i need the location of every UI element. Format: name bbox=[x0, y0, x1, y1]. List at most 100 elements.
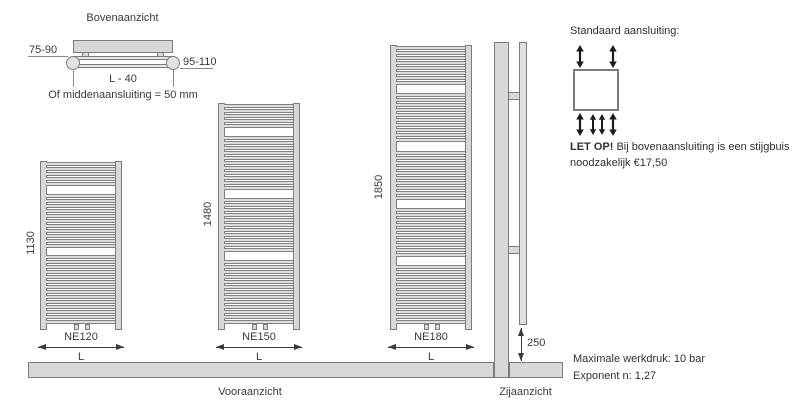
radiator-rung bbox=[396, 185, 466, 190]
radiator-rung bbox=[46, 280, 116, 284]
dim-label-left: 75-90 bbox=[29, 44, 58, 56]
height-label-ne150: 1480 bbox=[202, 201, 214, 227]
width-dimension-arrow bbox=[388, 344, 474, 350]
radiator-rung bbox=[224, 161, 294, 165]
rung-group bbox=[396, 46, 466, 86]
warning-bold: LET OP! bbox=[570, 141, 614, 153]
radiator-rung bbox=[396, 300, 466, 304]
radiator-rung bbox=[396, 195, 466, 200]
radiator-rung bbox=[46, 203, 116, 208]
radiator-rung bbox=[224, 176, 294, 180]
radiator-rung bbox=[224, 285, 294, 289]
radiator-rung bbox=[46, 265, 116, 269]
radiator-rung bbox=[396, 252, 466, 257]
double-arrow-icon bbox=[576, 113, 584, 136]
radiator-rung bbox=[46, 255, 116, 259]
radiator-rung bbox=[46, 182, 116, 186]
radiator-rung bbox=[396, 61, 466, 65]
radiator-rung bbox=[396, 155, 466, 160]
top-view-rail-upper bbox=[72, 56, 174, 60]
towel-gap bbox=[224, 129, 294, 136]
radiator-rung bbox=[46, 310, 116, 314]
top-view-note: Of middenaansluiting = 50 mm bbox=[48, 89, 198, 101]
radiator-rung bbox=[46, 213, 116, 218]
radiator-rung bbox=[396, 315, 466, 319]
radiator-rung bbox=[224, 290, 294, 294]
radiator-rung bbox=[396, 270, 466, 274]
radiator-side-tube bbox=[293, 103, 300, 330]
radiator-rung bbox=[396, 98, 466, 103]
radiator-rung bbox=[396, 138, 466, 143]
radiator-rung bbox=[46, 223, 116, 228]
width-dimension-arrow bbox=[38, 344, 124, 350]
radiator-rung bbox=[396, 285, 466, 289]
side-view-wall bbox=[494, 42, 509, 378]
radiator-rung bbox=[224, 208, 294, 212]
radiator-rung bbox=[46, 198, 116, 203]
radiator-rung bbox=[46, 320, 116, 324]
radiator-rung bbox=[224, 280, 294, 284]
radiator-rung bbox=[396, 108, 466, 113]
radiator-rung bbox=[224, 124, 294, 128]
radiator-rung bbox=[396, 93, 466, 98]
floor-side-view bbox=[509, 362, 563, 378]
double-arrow-icon bbox=[598, 114, 606, 135]
radiator-rung bbox=[396, 222, 466, 227]
rung-group bbox=[396, 150, 466, 201]
double-arrow-icon bbox=[576, 45, 584, 68]
radiator-rung bbox=[224, 238, 294, 242]
radiator-rung bbox=[224, 310, 294, 314]
radiator-rung bbox=[396, 227, 466, 232]
radiator-rung bbox=[396, 150, 466, 155]
radiator-rung bbox=[224, 243, 294, 247]
rung-group bbox=[224, 104, 294, 129]
radiator-rung bbox=[396, 237, 466, 242]
radiator-rungs bbox=[224, 104, 294, 325]
rung-group bbox=[396, 265, 466, 325]
radiator-rung bbox=[224, 171, 294, 175]
radiator-rung bbox=[46, 172, 116, 176]
radiator-rung bbox=[224, 233, 294, 237]
valve-stub bbox=[74, 324, 79, 330]
radiator-rung bbox=[396, 175, 466, 180]
radiator-rung bbox=[396, 103, 466, 108]
radiator-rung bbox=[396, 212, 466, 217]
towel-gap bbox=[396, 86, 466, 93]
radiator-rung bbox=[396, 310, 466, 314]
radiator-rung bbox=[396, 207, 466, 212]
connection-radiator-schematic bbox=[573, 69, 619, 111]
radiator-side-tube bbox=[115, 161, 122, 330]
clearance-label: 250 bbox=[527, 337, 546, 349]
rung-group bbox=[46, 162, 116, 187]
height-label-ne120: 1130 bbox=[25, 231, 37, 255]
rung-group bbox=[224, 260, 294, 325]
top-view-radiator-body bbox=[73, 40, 173, 53]
radiator-rung bbox=[46, 315, 116, 319]
radiator-rung bbox=[224, 104, 294, 108]
radiator-rung bbox=[46, 167, 116, 171]
valve-stub bbox=[435, 324, 440, 330]
radiator-ne120 bbox=[40, 161, 122, 330]
valve-stub bbox=[252, 324, 257, 330]
radiator-rung bbox=[396, 51, 466, 55]
radiator-rung bbox=[224, 181, 294, 185]
radiator-rung bbox=[396, 123, 466, 128]
top-view-title: Bovenaanzicht bbox=[86, 12, 159, 24]
towel-gap bbox=[224, 191, 294, 198]
specs-block: Maximale werkdruk: 10 bar Exponent n: 1,… bbox=[573, 351, 705, 385]
floor-front-view bbox=[28, 362, 494, 378]
radiator-rung bbox=[224, 136, 294, 140]
width-label-ne180: L bbox=[427, 351, 435, 363]
radiator-rung bbox=[396, 133, 466, 138]
dim-drop-line-right bbox=[173, 70, 174, 87]
radiator-rung bbox=[224, 198, 294, 202]
dim-label-right: 95-110 bbox=[183, 56, 217, 68]
clearance-dimension-arrow bbox=[518, 328, 524, 361]
warning-line1: Bij bovenaansluiting is een stijgbuis bbox=[616, 141, 790, 153]
radiator-rung bbox=[396, 295, 466, 299]
radiator-rung bbox=[396, 66, 466, 70]
towel-gap bbox=[396, 201, 466, 208]
radiator-rung bbox=[224, 300, 294, 304]
radiator-rung bbox=[46, 162, 116, 166]
